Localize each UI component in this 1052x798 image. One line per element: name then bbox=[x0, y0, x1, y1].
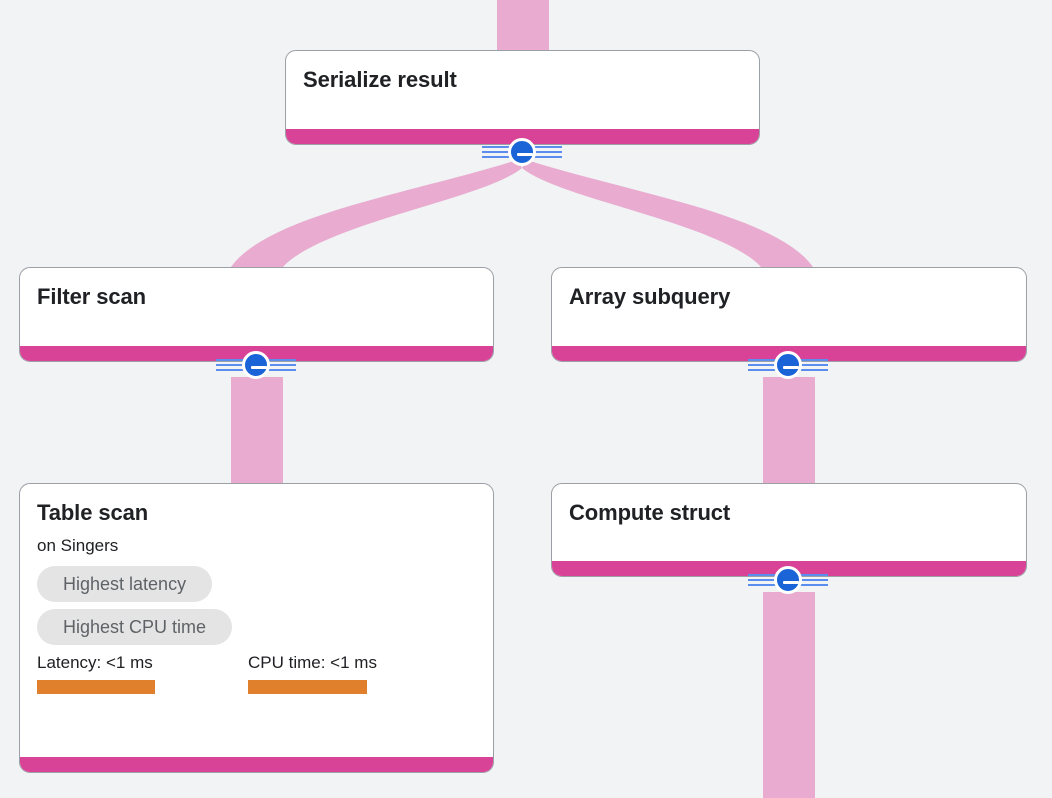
edge-filter-scan-to-table-scan bbox=[231, 377, 283, 483]
node-accent-bar bbox=[286, 129, 759, 144]
node-accent-bar bbox=[20, 757, 493, 772]
node-filter-scan[interactable]: Filter scan bbox=[19, 267, 494, 362]
collapse-toggle-compute-struct[interactable] bbox=[748, 566, 828, 594]
node-title: Array subquery bbox=[569, 284, 731, 309]
edge-serialize-to-filter-scan bbox=[231, 160, 522, 267]
minus-icon[interactable] bbox=[508, 138, 536, 166]
metric-cpu-time: CPU time: <1 ms bbox=[248, 652, 377, 694]
node-title: Serialize result bbox=[303, 67, 457, 92]
node-title: Filter scan bbox=[37, 284, 146, 309]
node-body: Array subquery bbox=[552, 268, 1026, 346]
minus-icon[interactable] bbox=[774, 351, 802, 379]
node-body: Filter scan bbox=[20, 268, 493, 346]
edge-serialize-to-array-subquery bbox=[522, 160, 813, 267]
node-compute-struct[interactable]: Compute struct bbox=[551, 483, 1027, 577]
node-badge-list: Highest latency Highest CPU time bbox=[37, 566, 476, 645]
toggle-rails bbox=[748, 358, 828, 372]
node-table-scan[interactable]: Table scan on Singers Highest latency Hi… bbox=[19, 483, 494, 773]
collapse-toggle-serialize-result[interactable] bbox=[482, 138, 562, 166]
edge-compute-struct-outbound bbox=[763, 592, 815, 798]
metric-latency-bar bbox=[37, 680, 155, 694]
node-body: Serialize result bbox=[286, 51, 759, 129]
minus-icon[interactable] bbox=[774, 566, 802, 594]
metric-latency-label: Latency: <1 ms bbox=[37, 653, 153, 672]
edge-inbound-stub bbox=[497, 0, 549, 50]
metric-latency: Latency: <1 ms bbox=[37, 652, 155, 694]
node-array-subquery[interactable]: Array subquery bbox=[551, 267, 1027, 362]
collapse-toggle-array-subquery[interactable] bbox=[748, 351, 828, 379]
node-subtitle: on Singers bbox=[37, 536, 119, 555]
badge-highest-latency: Highest latency bbox=[37, 566, 213, 602]
node-title: Table scan bbox=[37, 500, 149, 525]
node-metrics-row: Latency: <1 ms CPU time: <1 ms bbox=[37, 652, 476, 694]
node-body: Compute struct bbox=[552, 484, 1026, 561]
toggle-rails bbox=[216, 358, 296, 372]
node-serialize-result[interactable]: Serialize result bbox=[285, 50, 760, 145]
collapse-toggle-filter-scan[interactable] bbox=[216, 351, 296, 379]
metric-cpu-time-label: CPU time: <1 ms bbox=[248, 653, 377, 672]
minus-icon[interactable] bbox=[242, 351, 270, 379]
toggle-rails bbox=[482, 145, 562, 159]
badge-highest-cpu-time: Highest CPU time bbox=[37, 609, 233, 645]
node-body: Table scan on Singers Highest latency Hi… bbox=[20, 484, 493, 757]
edge-array-subquery-to-compute-struct bbox=[763, 377, 815, 483]
metric-cpu-time-bar bbox=[248, 680, 367, 694]
toggle-rails bbox=[748, 573, 828, 587]
node-title: Compute struct bbox=[569, 500, 731, 525]
